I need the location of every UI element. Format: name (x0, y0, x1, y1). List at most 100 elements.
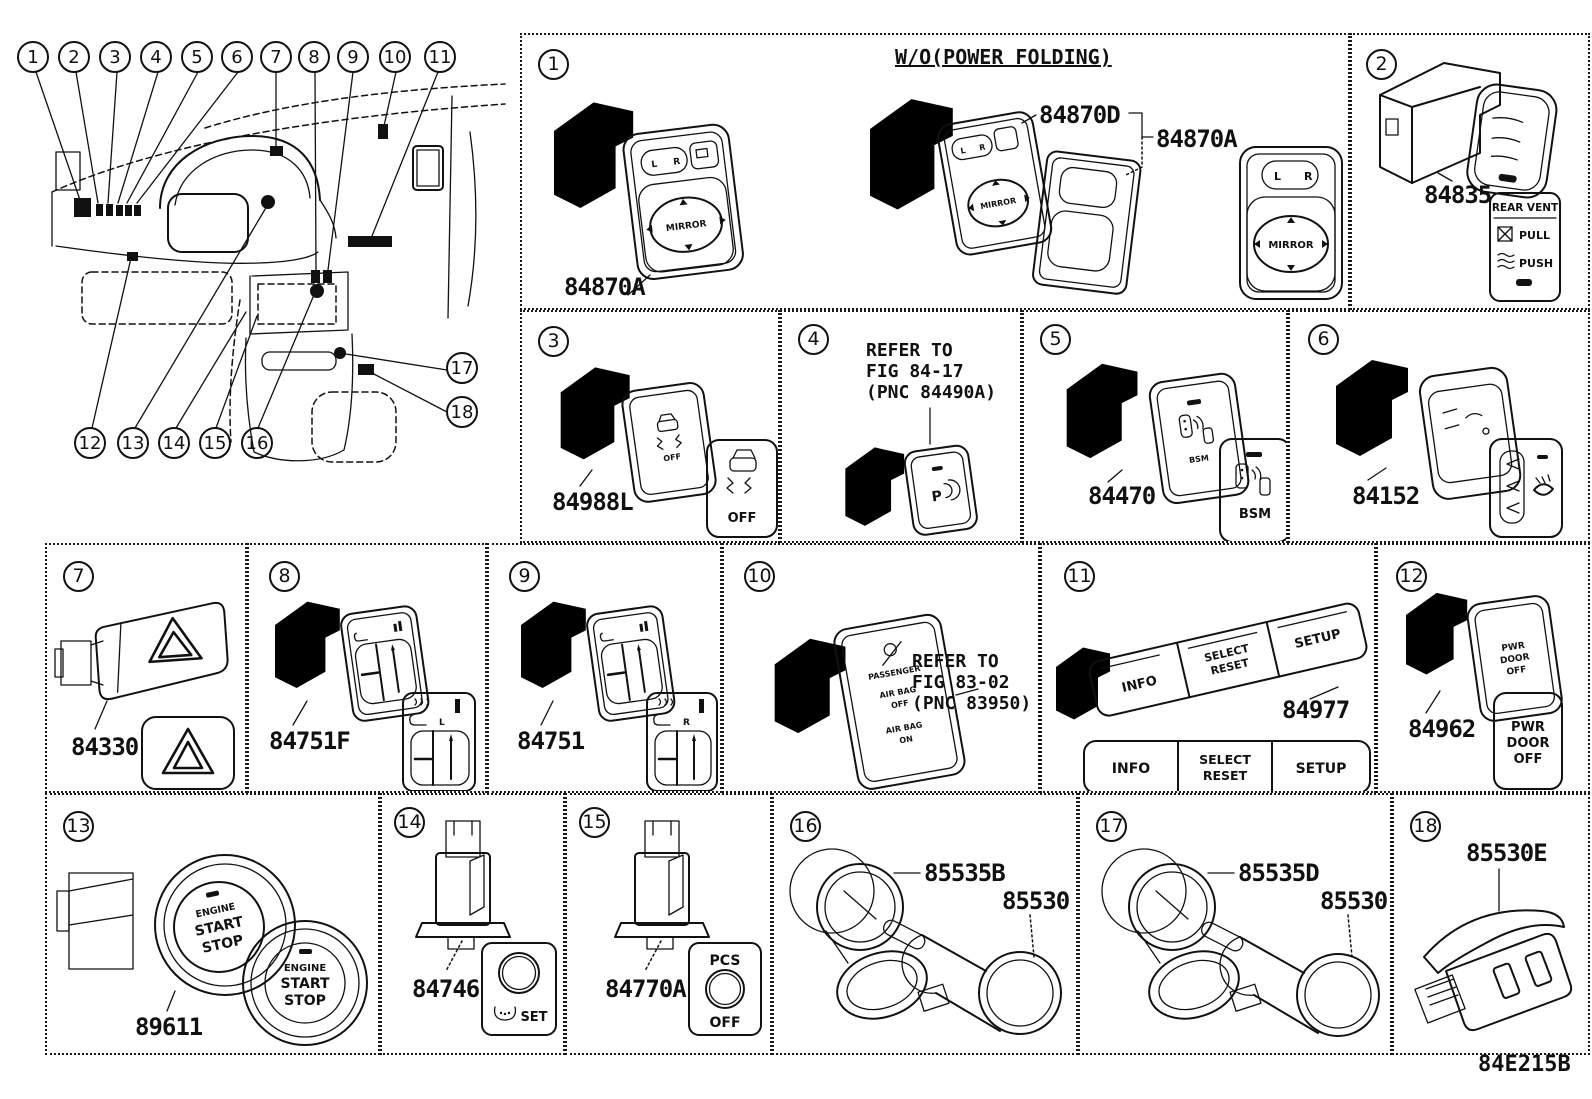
part-cell-17: 17 85535D 85530 (1078, 793, 1392, 1055)
part-number-84751: 84751 (517, 727, 585, 755)
svg-text:ENGINE: ENGINE (284, 963, 326, 974)
part-cell-18: 18 85530E (1392, 793, 1590, 1055)
svg-text:OFF: OFF (663, 452, 682, 463)
part-number-84470: 84470 (1088, 482, 1156, 510)
svg-text:7: 7 (270, 47, 281, 68)
park-switch-drawing: P (845, 407, 978, 536)
svg-text:DOOR: DOOR (1499, 652, 1530, 666)
svg-text:INFO: INFO (1112, 761, 1150, 777)
svg-text:OFF: OFF (1506, 665, 1527, 678)
svg-text:MIRROR: MIRROR (665, 219, 707, 234)
svg-text:3: 3 (109, 47, 120, 68)
svg-text:REAR VENT: REAR VENT (1492, 202, 1559, 214)
cell-callout-17: 17 (1096, 811, 1127, 842)
svg-text:START: START (280, 976, 330, 992)
svg-text:13: 13 (122, 433, 145, 454)
cell-callout-15: 15 (579, 807, 610, 838)
part-number-84152: 84152 (1352, 482, 1420, 510)
part-number-84870A: 84870A (564, 273, 646, 301)
part-number-84870A-assy: 84870A (1156, 125, 1238, 153)
svg-text:PULL: PULL (1519, 229, 1550, 242)
info-select-setup-switch-drawing: INFO SELECT RESET SETUP INFO SELECT RESE… (1056, 602, 1371, 791)
svg-text:2: 2 (68, 47, 79, 68)
tpms-set-switch-drawing: SET (415, 820, 557, 1036)
part-number-84330: 84330 (71, 733, 139, 761)
svg-text:14: 14 (163, 433, 186, 454)
svg-text:R: R (979, 143, 987, 153)
part-cell-11: 11 INFO SELECT RESET SETUP INFO SELECT R… (1040, 543, 1376, 793)
svg-text:ON: ON (899, 734, 914, 745)
svg-text:SETUP: SETUP (1293, 627, 1342, 652)
pcs-off-switch-drawing: PCS OFF (614, 820, 762, 1036)
cell-callout-11: 11 (1064, 561, 1095, 592)
cell-callout-7: 7 (63, 561, 94, 592)
svg-text:PCS: PCS (710, 953, 741, 969)
part-cell-15: 15 PCS OFF 84770A (565, 793, 772, 1055)
part-cell-12: 12 PWR DOOR OFF PWR DOOR OFF 84962 (1376, 543, 1590, 793)
part-cell-6: 6 84152 (1288, 310, 1590, 543)
part-number-84988L: 84988L (552, 488, 634, 516)
svg-text:RESET: RESET (1203, 768, 1248, 783)
svg-text:BSM: BSM (1189, 453, 1210, 465)
svg-text:6: 6 (231, 47, 242, 68)
engine-start-stop-drawing: ENGINE START STOP ENGINE START STOP (56, 854, 368, 1046)
svg-text:L: L (439, 718, 445, 728)
svg-text:PUSH: PUSH (1519, 257, 1553, 270)
svg-text:8: 8 (308, 47, 319, 68)
svg-text:15: 15 (204, 433, 227, 454)
power-outlet-drawing (789, 848, 1062, 1035)
svg-text:L: L (1274, 170, 1281, 183)
svg-text:INFO: INFO (1120, 673, 1158, 696)
outlet-assy-drawing (1414, 868, 1573, 1032)
part-number-89611: 89611 (135, 1013, 203, 1041)
svg-text:L: L (651, 160, 658, 171)
svg-text:R: R (683, 718, 690, 728)
mirror-switch-drawing: L R MIRROR L R MIRROR (554, 99, 1343, 300)
svg-text:STOP: STOP (284, 993, 326, 1009)
part-number-85530E: 85530E (1466, 839, 1548, 867)
part-cell-8: 8 L 84751F (247, 543, 487, 793)
power-outlet-d-drawing (1101, 848, 1380, 1037)
cell-callout-9: 9 (509, 561, 540, 592)
part-number-84962: 84962 (1408, 715, 1476, 743)
bsm-switch-drawing: BSM BSM (1066, 363, 1286, 541)
headlamp-cleaner-switch-drawing (1336, 360, 1563, 538)
seat-heater-switch-lh-drawing: L (275, 601, 476, 791)
part-number-85530-2: 85530 (1320, 887, 1388, 915)
svg-text:11: 11 (429, 47, 452, 68)
cell-callout-10: 10 (744, 561, 775, 592)
svg-text:OFF: OFF (890, 698, 909, 710)
hazard-switch-drawing (54, 601, 235, 790)
part-cell-14: 14 SET 84746 (380, 793, 565, 1055)
svg-text:MIRROR: MIRROR (980, 196, 1017, 211)
svg-text:OFF: OFF (709, 1015, 740, 1031)
cell-callout-16: 16 (790, 811, 821, 842)
svg-text:L: L (960, 146, 967, 156)
cell-callout-18: 18 (1410, 811, 1441, 842)
svg-text:OFF: OFF (1514, 752, 1543, 767)
part-number-84835: 84835 (1424, 181, 1492, 209)
wo-power-folding-label: W/O(POWER FOLDING) (895, 45, 1112, 69)
cell-callout-5: 5 (1040, 324, 1071, 355)
part-cell-5: 5 BSM BSM 84470 (1022, 310, 1288, 543)
svg-text:R: R (1304, 170, 1313, 183)
svg-text:OFF: OFF (728, 511, 757, 526)
svg-text:10: 10 (384, 47, 407, 68)
passenger-airbag-switch-drawing: PASSENGER AIR BAG OFF AIR BAG ON (774, 613, 979, 790)
cell-callout-8: 8 (269, 561, 300, 592)
cell-callout-3: 3 (538, 326, 569, 357)
part-cell-16: 16 85535B 85530 (772, 793, 1078, 1055)
part-number-84977: 84977 (1282, 696, 1350, 724)
part-cell-9: 9 R 84751 (487, 543, 722, 793)
part-number-84770A: 84770A (605, 975, 687, 1003)
svg-text:18: 18 (451, 402, 474, 423)
svg-text:PWR: PWR (1501, 641, 1526, 654)
svg-text:17: 17 (451, 358, 474, 379)
svg-text:5: 5 (191, 47, 202, 68)
svg-text:SETUP: SETUP (1296, 761, 1347, 777)
svg-text:R: R (673, 157, 681, 168)
